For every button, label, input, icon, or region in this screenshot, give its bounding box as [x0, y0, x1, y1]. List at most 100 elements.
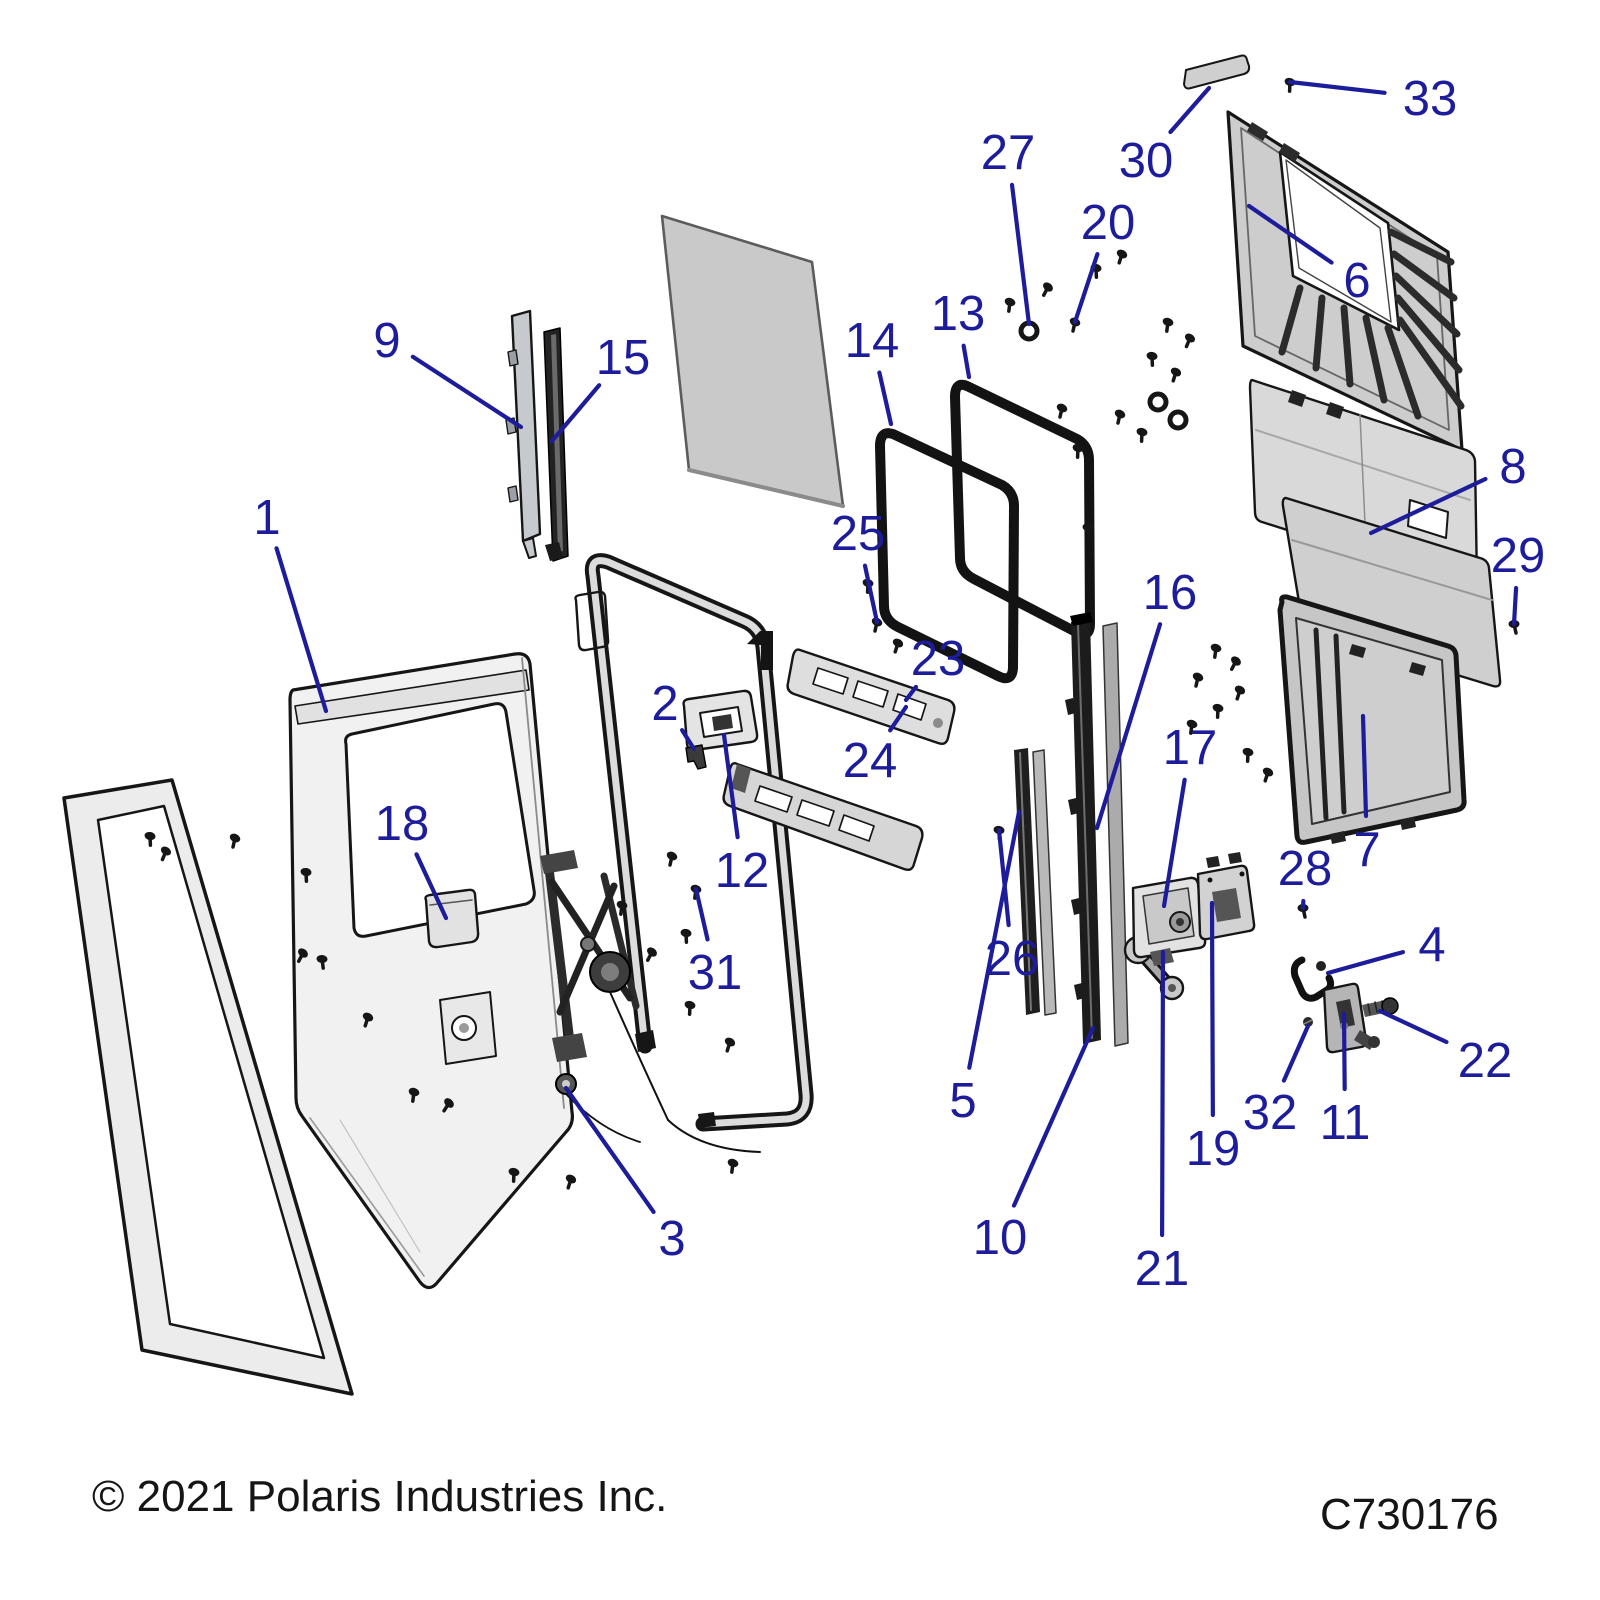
screw [300, 867, 312, 883]
hex-bolt-22 [1354, 997, 1399, 1050]
screw [144, 831, 156, 847]
callout-9-label: 9 [373, 314, 400, 368]
callout-18-label: 18 [375, 797, 430, 851]
callout-10-leader [1011, 1025, 1096, 1208]
callout-26-label: 26 [985, 932, 1040, 986]
screw [229, 833, 241, 849]
parts-layer [62, 54, 1502, 1396]
callout-18-leader [414, 852, 449, 921]
callout-29-label: 29 [1491, 529, 1546, 583]
callout-28-label: 28 [1278, 842, 1333, 896]
screw [645, 947, 657, 962]
callout-10-label: 10 [973, 1211, 1028, 1265]
screw [1072, 443, 1084, 459]
frame-clip [574, 590, 610, 652]
callout-27-leader [1009, 182, 1032, 327]
screw [680, 928, 692, 944]
callout-21-label: 21 [1135, 1242, 1190, 1296]
callout-14-leader [877, 370, 894, 427]
callout-9-leader [410, 354, 524, 430]
callout-26-leader [996, 827, 1011, 928]
callout-25-leader [862, 563, 880, 625]
screw [408, 1087, 420, 1103]
callout-24-label: 24 [843, 734, 898, 788]
screw [565, 1174, 577, 1190]
screw [1116, 249, 1128, 265]
screw [1212, 703, 1224, 719]
callout-32-leader [1281, 1023, 1311, 1083]
screw [508, 1167, 520, 1183]
latch-housing-17 [1131, 876, 1207, 966]
callout-5-label: 5 [949, 1074, 976, 1128]
callout-30-leader [1168, 85, 1212, 135]
callout-15-leader [549, 383, 602, 444]
callout-3-leader [563, 1085, 656, 1215]
callout-13-leader [961, 343, 972, 380]
callout-13-label: 13 [931, 287, 986, 341]
callout-1-leader [274, 546, 329, 714]
callout-29-leader [1511, 585, 1519, 627]
latch-plate-lower [722, 761, 924, 872]
screw [892, 638, 904, 654]
screw [362, 1012, 374, 1028]
callout-12-label: 12 [715, 844, 770, 898]
door-glass [660, 214, 845, 508]
callout-23-label: 23 [911, 632, 966, 686]
main-door-panel [288, 652, 574, 1290]
callout-21-leader [1160, 949, 1166, 1238]
callout-33-leader [1287, 79, 1387, 95]
screw [1192, 672, 1204, 688]
copyright-text: © 2021 Polaris Industries Inc. [92, 1472, 667, 1521]
screw [616, 900, 628, 916]
callout-32-label: 32 [1243, 1086, 1298, 1140]
callout-24-leader [888, 704, 909, 733]
screw [727, 1158, 739, 1174]
window-channel-16 [1065, 612, 1129, 1047]
screw [1004, 297, 1016, 313]
callout-31-leader [693, 886, 710, 942]
screw [1136, 427, 1148, 443]
callout-22-leader [1377, 1008, 1449, 1045]
callout-6-label: 6 [1343, 254, 1370, 308]
seal-strip-15 [543, 327, 569, 562]
callout-11-leader [1341, 1011, 1347, 1092]
screw [316, 954, 328, 970]
clip-2 [685, 744, 707, 770]
callout-15-label: 15 [596, 331, 651, 385]
door-storage-pocket [424, 888, 480, 949]
latch-plate-upper [786, 648, 956, 746]
screw [1082, 523, 1094, 538]
callout-3-label: 3 [658, 1212, 685, 1266]
handle-bezel-12 [682, 689, 759, 752]
diagram-code: C730176 [1320, 1490, 1499, 1539]
callout-22-label: 22 [1458, 1034, 1513, 1088]
screw [1229, 656, 1241, 671]
callout-7-label: 7 [1353, 823, 1380, 877]
screw [1056, 403, 1068, 419]
door-window-cutout [344, 702, 536, 938]
callout-23-leader [903, 684, 919, 703]
screw [160, 846, 172, 862]
screw [1041, 282, 1053, 297]
tube-end-cap [635, 1030, 656, 1052]
screw [1234, 685, 1246, 701]
callout-1-label: 1 [253, 491, 280, 545]
callout-11-label: 11 [1320, 1096, 1371, 1150]
frame-end-cap-mark [747, 631, 773, 670]
callout-30-label: 30 [1119, 134, 1174, 188]
screw [1146, 351, 1158, 367]
callout-4-leader [1325, 950, 1406, 976]
screw [1186, 719, 1198, 735]
callout-6-leader [1246, 203, 1334, 265]
callout-16-leader [1094, 622, 1163, 831]
door-window-frame-tube [574, 553, 814, 1132]
screw [666, 851, 678, 867]
screw-32 [1303, 1017, 1313, 1027]
screw [1210, 643, 1222, 659]
callout-16-label: 16 [1143, 566, 1198, 620]
callout-25-label: 25 [831, 507, 886, 561]
window-regulator-3 [540, 850, 761, 1153]
top-trim-strip-30 [1183, 54, 1251, 90]
screw [1170, 367, 1182, 383]
